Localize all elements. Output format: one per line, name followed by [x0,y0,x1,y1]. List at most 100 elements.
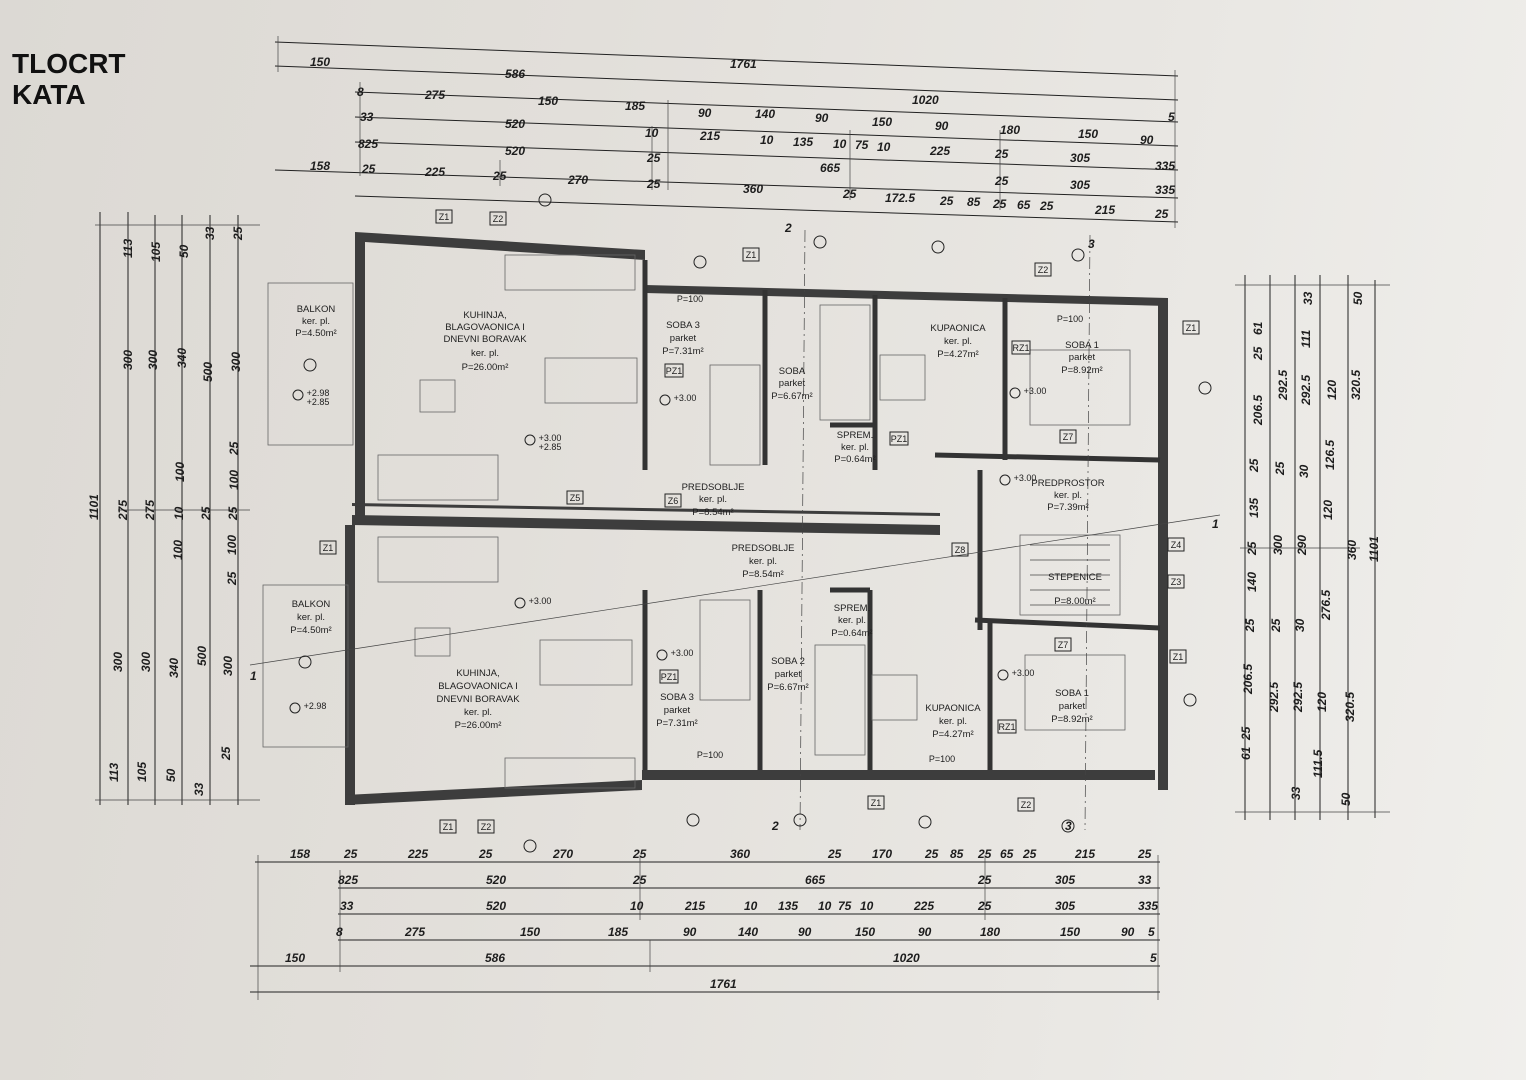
opening-tags: Z1 Z2 Z1 Z2 Z1 Z1 Z5 Z6 Z7 Z8 Z4 Z3 Z7 Z… [319,209,1200,834]
dim-top-r2-5: 140 [755,107,775,121]
dim-bot-r3-0: 33 [340,899,354,913]
level-mark: +3.00 [671,648,694,658]
dim-top-r3-2: 10 [645,126,659,140]
room-name: BALKON [297,304,336,315]
furniture [377,254,1131,789]
room-area: P=8.92m² [1061,365,1102,376]
interior-walls [642,260,1161,770]
room-name: STEPENICE [1048,572,1102,583]
dim-left-r2-0: 113 [121,239,135,258]
dim-left-r3-2: 275 [143,500,157,521]
left-dimension-labels: 1101 113 300 275 300 113 105 300 275 300… [87,226,245,796]
dim-right-r1-8: 206.5 [1241,664,1255,695]
dim-left-r4-3: 10 [172,506,186,520]
dim-bot-r5-0: 150 [285,951,305,965]
dim-left-r6-5: 100 [225,535,239,555]
right-dimension-lines [1235,275,1390,820]
dim-top-r2-1: 275 [424,88,445,102]
balconies [262,282,354,748]
dim-bot-r1-0: 158 [290,847,310,861]
room-area: P=7.31m² [656,718,697,729]
dim-left-r6-8: 25 [219,746,233,761]
dim-right-r2-3: 25 [1269,618,1283,633]
dim-bot-r3-1: 520 [486,899,506,913]
dim-right-r1-10: 25 [1239,726,1253,741]
right-dimension-labels: 25 61 206.5 25 135 25 140 25 206.5 61 25… [1239,291,1381,806]
dim-bot-r6-0: 1761 [710,977,737,991]
dim-bot-r2-2: 25 [632,873,647,887]
dim-top-r5-12: 65 [1017,198,1031,212]
tag-z1: Z1 [1186,323,1197,333]
room-soba2-bottom: SOBA 2 parket P=6.67m² [767,656,808,693]
dim-bot-r1-14: 215 [1074,847,1095,861]
room-floor: ker. pl. [297,612,325,623]
dim-bot-r4-1: 275 [404,925,425,939]
dim-bot-r4-8: 90 [918,925,932,939]
dim-top-r3-10: 25 [994,147,1009,161]
dim-top-r2-4: 90 [698,106,712,120]
dim-top-r3-9: 225 [929,144,950,158]
dim-bot-r1-13: 25 [1022,847,1037,861]
dim-right-r4-2: 120 [1321,500,1335,520]
level-mark: +3.00 [1012,668,1035,678]
dim-right-r5-2: 360 [1345,540,1359,560]
room-name-line2: BLAGOVAONICA I [445,322,525,333]
room-name: SPREM. [834,603,870,614]
room-spremiste-bottom: SPREM. ker. pl. P=0.64m² [831,603,872,639]
room-area: P=4.50m² [295,328,336,339]
dim-left-r4-2: 100 [173,462,187,482]
dim-top-150: 150 [310,55,330,69]
dim-top-r5-3: 25 [492,169,507,183]
room-predsoblje-top: PREDSOBLJE ker. pl. P=8.54m² [682,482,745,518]
dim-right-r5-1: 320.5 [1349,370,1363,400]
dim-bot-r1-15: 25 [1137,847,1152,861]
room-kupaonica-bottom: KUPAONICA ker. pl. P=4.27m² [925,703,981,740]
dim-top-r2-11: 150 [1078,127,1098,141]
dim-top-r5-2: 225 [424,165,445,179]
level-mark: +2.98 [304,701,327,711]
dim-top-r3-7: 75 [855,138,869,152]
dim-top-r4-0: 825 [358,137,378,151]
room-floor: ker. pl. [939,716,967,727]
dim-top-586: 586 [505,67,525,81]
dim-bot-r4-3: 185 [608,925,628,939]
room-floor: ker. pl. [464,707,492,718]
dim-bot-r1-3: 25 [478,847,493,861]
dim-top-r5-11: 25 [992,197,1007,211]
dim-left-r6-0: 25 [231,226,245,241]
room-name: SOBA 1 [1065,340,1099,351]
room-floor: ker. pl. [302,316,330,327]
dim-left-r6-2: 25 [227,441,241,456]
dim-top-r5-13: 25 [1039,199,1054,213]
title-line-2: KATA [12,79,86,110]
room-floor: parket [664,705,691,716]
dim-right-r1-1: 61 [1251,321,1265,335]
dim-top-r5-4: 270 [567,173,588,187]
tag-z1: Z1 [746,250,757,260]
section-1-right: 1 [1212,517,1219,531]
room-soba1-bottom: SOBA 1 parket P=8.92m² [1051,688,1092,725]
dim-top-r5-8: 172.5 [885,191,915,205]
room-area: P=8.00m² [1054,596,1095,607]
room-floor: ker. pl. [699,494,727,505]
level-mark: +3.00 [674,393,697,403]
tag-z5: Z5 [570,493,581,503]
tag-p100: P=100 [1057,314,1083,324]
room-floor: ker. pl. [838,615,866,626]
bottom-dimension-labels: 158 25 225 25 270 25 360 25 170 25 85 25… [285,847,1158,991]
room-name: KUPAONICA [930,323,986,334]
dim-top-r2-2: 150 [538,94,558,108]
dim-bot-r1-1: 25 [343,847,358,861]
tag-z3: Z3 [1171,577,1182,587]
dim-top-r2-6: 90 [815,111,829,125]
dim-left-r4-1: 340 [175,348,189,368]
dim-right-r2-2: 300 [1271,535,1285,555]
room-balkon-top: BALKON ker. pl. P=4.50m² [295,304,336,339]
room-name: KUHINJA, [463,310,506,321]
dim-bot-r3-2: 10 [630,899,644,913]
tag-z1: Z1 [1173,652,1184,662]
dim-bot-r1-10: 85 [950,847,964,861]
tag-z1: Z1 [323,543,334,553]
